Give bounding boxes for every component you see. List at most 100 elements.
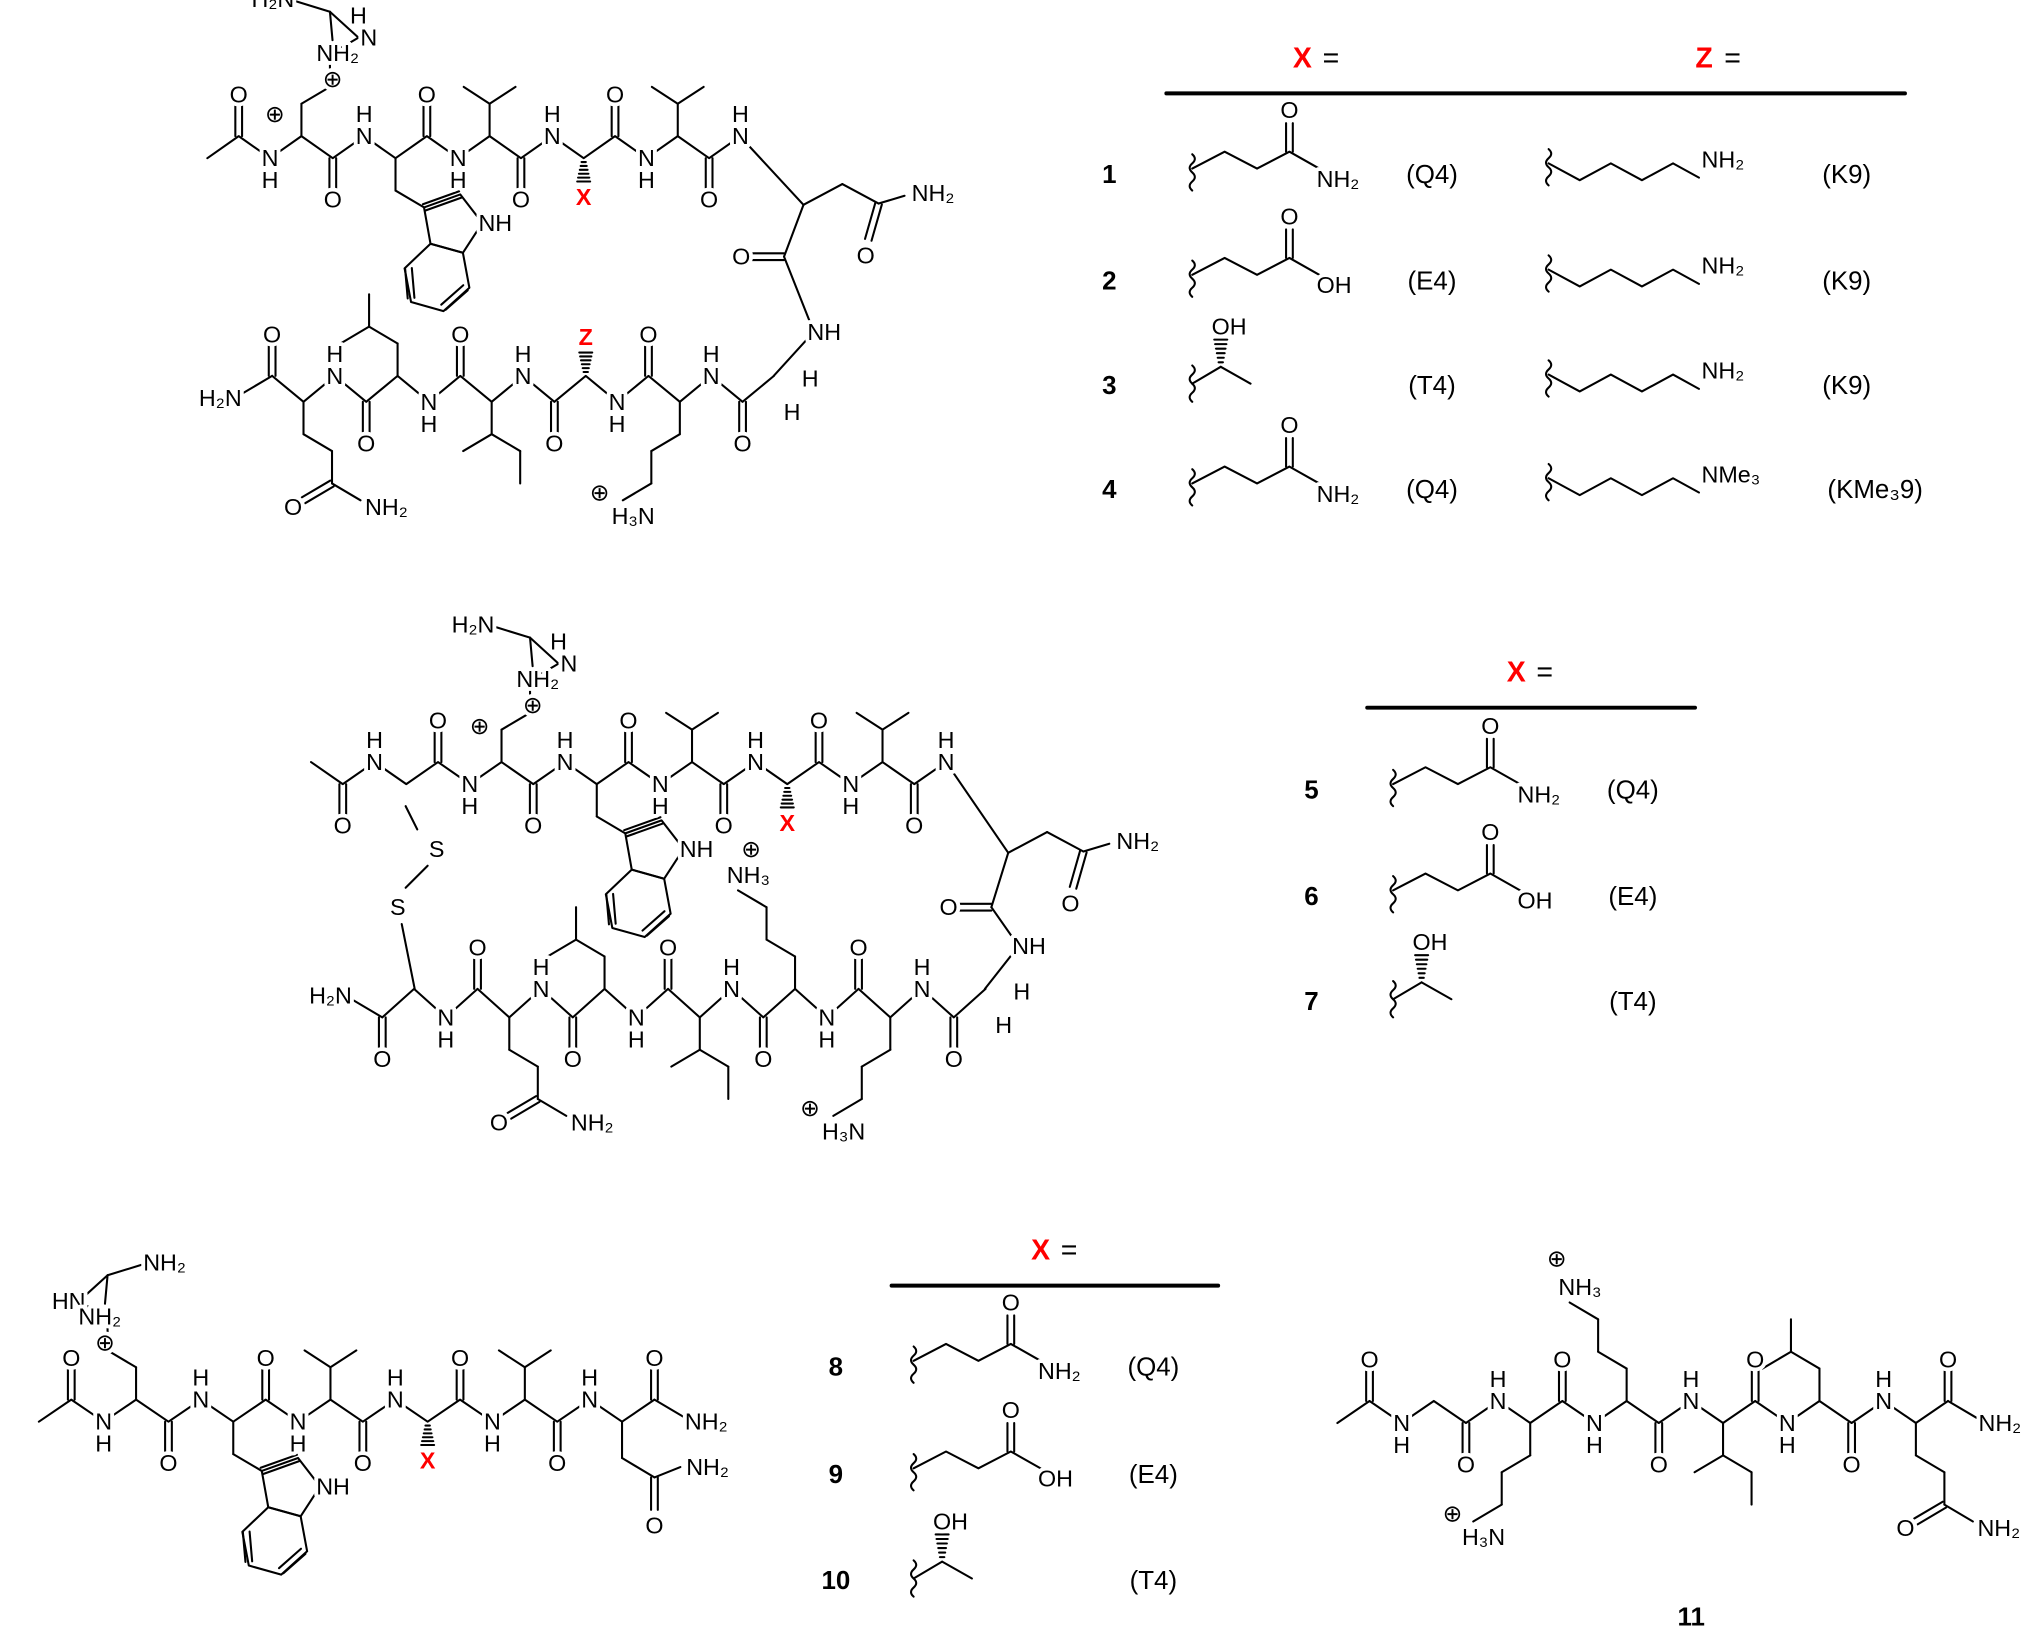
- amide-hydrogen: H: [95, 1431, 112, 1457]
- hydroxyl-oh: OH: [933, 1508, 968, 1534]
- guanidine-amine: NH₂: [316, 40, 359, 66]
- x-header: X: [1507, 657, 1526, 689]
- wavy-attachment-bond: [1389, 768, 1397, 808]
- amide-nitrogen: N: [515, 363, 532, 389]
- x-residue-code: (T4): [1609, 988, 1657, 1016]
- indole-pyrrole-ring: [260, 1456, 322, 1518]
- amide-nh2: NH₂: [1317, 481, 1360, 507]
- amide-nitrogen: N: [842, 771, 859, 797]
- carbonyl-oxygen: O: [810, 708, 828, 734]
- guanidine-amine: H₂N: [252, 0, 295, 12]
- side-chain-oxygen: O: [1061, 890, 1079, 916]
- positive-charge: ⊕: [323, 66, 343, 92]
- double-bond: [241, 1531, 247, 1563]
- single-bond: [1420, 981, 1453, 1001]
- amide-hydrogen: H: [723, 954, 740, 980]
- single-bond: [490, 433, 522, 453]
- side-chain-oxygen: O: [1481, 819, 1499, 845]
- single-bond: [1500, 1454, 1532, 1474]
- carbonyl-oxygen: O: [639, 321, 657, 347]
- wavy-attachment-bond: [1389, 875, 1397, 914]
- hydroxyl-oh: OH: [1413, 929, 1448, 955]
- side-chain-amine: NMe₃: [1702, 461, 1761, 487]
- wavy-attachment-bond: [1188, 468, 1196, 507]
- single-bond: [404, 864, 429, 889]
- guanidine-nitrogen: N: [360, 25, 377, 51]
- carbonyl-oxygen: O: [257, 1345, 275, 1371]
- amide-hydrogen: H: [1490, 1366, 1507, 1392]
- amide-hydrogen: H: [609, 411, 626, 437]
- single-bond: [508, 1048, 539, 1068]
- side-chain-oxygen: O: [1280, 203, 1298, 229]
- single-bond: [352, 999, 384, 1019]
- carbonyl-oxygen: O: [700, 187, 718, 213]
- amide-nitrogen: NH: [1012, 933, 1046, 959]
- single-bond: [772, 330, 815, 377]
- compound-number: 8: [829, 1353, 843, 1381]
- side-chain-amide-nh2: NH₂: [686, 1454, 729, 1480]
- side-chain-bond: [1191, 150, 1321, 170]
- single-bond: [1082, 842, 1111, 853]
- amide-nitrogen: N: [818, 1004, 835, 1030]
- double-bond: [304, 485, 335, 505]
- double-bond: [1916, 1506, 1948, 1526]
- carbonyl-oxygen: O: [1746, 1346, 1764, 1372]
- side-chain-bond: [1547, 162, 1700, 182]
- amide-hydrogen: H: [557, 727, 574, 753]
- amide-nitrogen: N: [461, 771, 478, 797]
- double-bond: [444, 289, 469, 311]
- carbonyl-oxygen: O: [905, 813, 923, 839]
- wavy-attachment-bond: [910, 1453, 918, 1492]
- single-bond: [595, 815, 627, 835]
- double-bond: [259, 1453, 298, 1469]
- compound-number: 9: [829, 1461, 843, 1489]
- single-bond: [1046, 831, 1085, 853]
- side-chain-amide-nh2: NH₂: [571, 1109, 614, 1135]
- carbonyl-oxygen: O: [373, 1046, 391, 1072]
- carbonyl-oxygen: O: [354, 1450, 372, 1476]
- amide-hydrogen: H: [387, 1365, 404, 1391]
- carbonyl-oxygen: O: [945, 1046, 963, 1072]
- amide-nitrogen: N: [326, 363, 343, 389]
- amide-nitrogen: N: [1682, 1388, 1699, 1414]
- carbonyl-oxygen: O: [263, 321, 281, 347]
- positive-charge: ⊕: [590, 480, 610, 506]
- indole-benzene-ring: [241, 1506, 309, 1576]
- double-bond: [641, 910, 666, 932]
- carbonyl-oxygen: O: [606, 82, 624, 108]
- single-bond: [676, 85, 705, 105]
- single-bond: [488, 85, 517, 105]
- carbonyl-oxygen: O: [1650, 1451, 1668, 1477]
- single-bond: [690, 711, 719, 731]
- double-bond: [424, 196, 463, 212]
- guanidine-amine: NH₂: [78, 1304, 121, 1330]
- single-bond: [242, 374, 274, 394]
- side-chain-oxygen: O: [284, 494, 302, 520]
- side-chain-oxygen: O: [1002, 1289, 1020, 1315]
- carbonyl-oxygen: O: [940, 894, 958, 920]
- amide-nh2: NH₂: [1038, 1358, 1081, 1384]
- single-bond: [1392, 981, 1423, 1001]
- double-bond: [248, 1530, 254, 1563]
- single-bond: [990, 851, 1010, 909]
- wavy-attachment-bond: [1188, 153, 1196, 192]
- side-chain-bond: [1191, 465, 1321, 485]
- x-residue-code: (E4): [1408, 267, 1457, 295]
- side-chain-oxygen: O: [1481, 713, 1499, 739]
- double-bond: [1068, 849, 1082, 888]
- amide-nitrogen: N: [1779, 1410, 1796, 1436]
- amide-hydrogen: H: [437, 1026, 454, 1052]
- wavy-attachment-bond: [1545, 254, 1553, 293]
- amide-hydrogen: H: [581, 1365, 598, 1391]
- side-chain-oxygen: O: [1002, 1397, 1020, 1423]
- carbonyl-oxygen: O: [645, 1345, 663, 1371]
- x-header: X: [1293, 42, 1312, 74]
- amide-hydrogen: H: [747, 727, 764, 753]
- double-bond: [506, 1095, 538, 1114]
- x-residue-code: (E4): [1608, 883, 1657, 911]
- bond-layer: [37, 0, 1978, 1598]
- double-bond: [277, 1547, 303, 1570]
- single-bond: [536, 1097, 568, 1117]
- side-chain-bond: [912, 1342, 1042, 1362]
- carbonyl-oxygen: O: [357, 430, 375, 456]
